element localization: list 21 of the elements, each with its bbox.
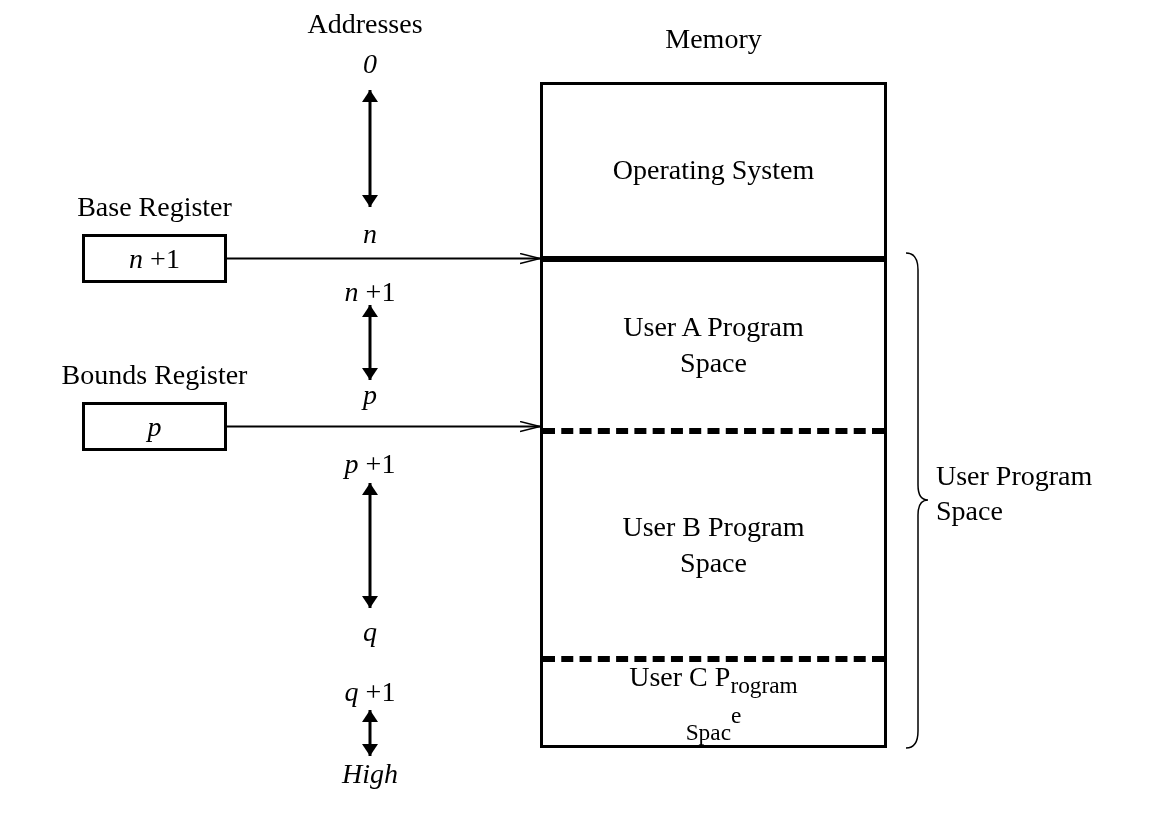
memory-section xyxy=(543,656,884,745)
section-label: User B Program Space xyxy=(621,509,806,580)
register-value: p xyxy=(147,410,162,443)
address-label: n xyxy=(363,220,377,248)
bracket-label: User Program Space xyxy=(936,459,1094,528)
register-value: n +1 xyxy=(129,242,180,275)
register-label: Bounds Register xyxy=(61,359,248,391)
arrow xyxy=(226,420,541,433)
address-label: p +1 xyxy=(344,450,396,478)
column-heading: Addresses xyxy=(307,10,423,38)
address-label: 0 xyxy=(363,50,377,78)
arrow xyxy=(226,252,541,265)
address-label: q +1 xyxy=(344,678,396,706)
address-label: n +1 xyxy=(344,278,396,306)
section-label: User A Program Space xyxy=(622,309,805,380)
address-label: High xyxy=(342,760,398,788)
address-label: p xyxy=(363,381,377,409)
memory-heading: Memory xyxy=(665,23,762,55)
section-label: Operating System xyxy=(611,153,816,188)
register-label: Base Register xyxy=(77,191,232,223)
address-label: q xyxy=(363,618,377,646)
